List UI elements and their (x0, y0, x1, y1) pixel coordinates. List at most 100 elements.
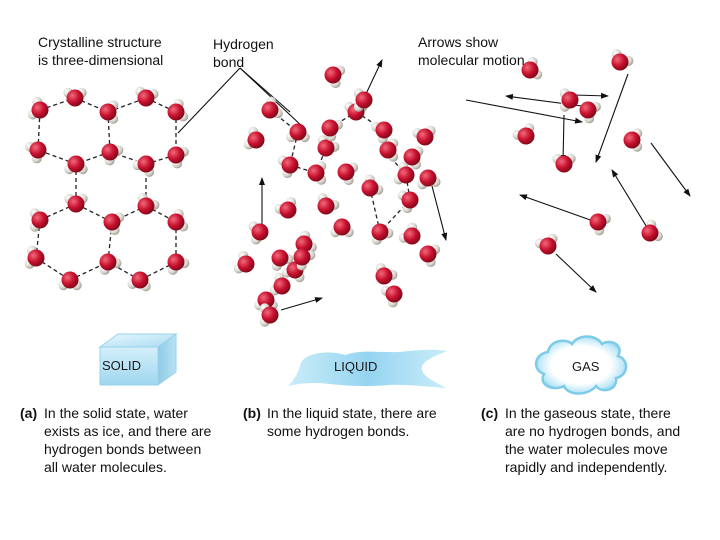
oxygen-atom (579, 101, 597, 119)
liquid-water-molecule (248, 221, 269, 245)
liquid-badge: LIQUID (288, 349, 448, 388)
oxygen-atom (401, 191, 419, 209)
motion-arrow (555, 253, 597, 293)
liquid-hydrogen-bond-line (355, 111, 385, 131)
oxygen-atom (555, 155, 573, 173)
oxygen-atom (641, 224, 659, 242)
motion-arrows (259, 59, 691, 311)
oxygen-atom (167, 253, 185, 271)
oxygen-atom (27, 249, 45, 267)
liquid-water-molecule (269, 272, 291, 296)
oxygen-atom (61, 271, 79, 289)
liquid-hydrogen-bond-line (385, 151, 407, 176)
liquid-water-molecule (261, 96, 283, 119)
liquid-water-molecule (321, 119, 343, 142)
caption-solid: (a) In the solid state, water exists as … (20, 404, 230, 484)
liquid-water-molecule (398, 222, 421, 245)
oxygen-atom (271, 249, 289, 267)
solid-water-molecule (58, 271, 82, 291)
liquid-water-molecule (295, 230, 317, 253)
motion-arrow (364, 59, 383, 97)
arrows-annotation-line1: Arrows show (418, 34, 499, 50)
oxygen-atom (31, 101, 49, 119)
oxygen-atom (561, 91, 579, 109)
oxygen-atom (247, 131, 265, 149)
oxygen-atom (99, 253, 117, 271)
gas-badge-label: GAS (572, 359, 600, 374)
liquid-hydrogen-bond-line (329, 111, 357, 129)
oxygen-atom (623, 131, 641, 149)
liquid-water-molecule (381, 285, 403, 308)
gas-water-molecule (512, 123, 535, 145)
caption-gas-line: are no hydrogen bonds, and (505, 423, 681, 439)
liquid-water-molecule (307, 161, 327, 185)
liquid-water-molecule (243, 126, 265, 150)
motion-arrow (519, 194, 597, 223)
oxygen-atom (333, 218, 351, 236)
solid-water-molecule (24, 245, 45, 269)
solid-hydrogen-bonds (35, 97, 177, 281)
gas-water-molecule (611, 49, 634, 71)
oxygen-atom (375, 121, 393, 139)
oxygen-atom (337, 163, 355, 181)
caption-solid-line: all water molecules. (44, 459, 167, 475)
liquid-water-molecule (412, 125, 436, 146)
oxygen-atom (397, 166, 415, 184)
solid-water-molecule (64, 155, 88, 175)
crystal-annotation-line1: Crystalline structure (38, 34, 162, 50)
oxygen-atom (416, 128, 434, 146)
solid-hydrogen-bond-line (145, 154, 177, 165)
water-molecules (24, 49, 663, 327)
motion-arrow (431, 185, 448, 241)
gas-water-molecule (534, 233, 558, 255)
oxygen-atom (361, 179, 379, 197)
liquid-water-molecule (286, 123, 310, 143)
solid-water-molecule (29, 208, 49, 232)
liquid-water-molecule (375, 263, 398, 285)
solid-water-molecule (127, 271, 151, 292)
oxygen-atom (321, 119, 339, 137)
oxygen-atom (295, 235, 313, 253)
oxygen-atom (137, 155, 155, 173)
solid-water-molecule (27, 96, 49, 120)
solid-water-molecule (132, 155, 155, 177)
oxygen-atom (167, 103, 185, 121)
caption-liquid-tag: (b) (243, 405, 261, 421)
liquid-water-molecule (271, 249, 294, 271)
water-puddle-shape (288, 349, 448, 388)
annotation-pointer-line (239, 67, 291, 113)
oxygen-atom (103, 213, 121, 231)
oxygen-atom (101, 143, 119, 161)
liquid-water-molecule (419, 244, 441, 268)
oxygen-atom (137, 197, 155, 215)
liquid-water-molecule (293, 248, 316, 271)
liquid-water-molecule (393, 161, 415, 185)
liquid-water-molecule (274, 197, 297, 219)
oxygen-atom (539, 237, 557, 255)
oxygen-atom (251, 223, 269, 241)
oxygen-atom (419, 169, 437, 187)
oxygen-atom (289, 123, 307, 141)
solid-water-molecule (137, 193, 160, 215)
gas-water-molecule (589, 213, 611, 236)
oxygen-atom (279, 201, 297, 219)
caption-gas: (c) In the gaseous state, there are no h… (481, 404, 706, 484)
solid-badge-label: SOLID (102, 358, 141, 373)
oxygen-atom (385, 285, 403, 303)
gas-water-molecule (641, 219, 663, 242)
liquid-water-molecule (337, 162, 359, 186)
caption-gas-line: the water molecules move (505, 441, 668, 457)
caption-gas-line: In the gaseous state, there (505, 405, 671, 421)
motion-arrow (611, 169, 649, 230)
gas-cloud-shape (535, 335, 628, 395)
oxygen-atom (67, 195, 85, 213)
solid-water-molecule (63, 87, 87, 107)
gas-water-molecule (552, 153, 576, 173)
liquid-water-molecule (317, 135, 340, 157)
caption-liquid: (b) In the liquid state, there are some … (243, 404, 463, 444)
oxygen-atom (521, 61, 539, 79)
oxygen-atom (589, 213, 607, 231)
liquid-water-molecule (324, 65, 346, 89)
hydrogen-bond-annotation: Hydrogen bond (213, 35, 274, 71)
liquid-water-molecule (353, 88, 373, 112)
